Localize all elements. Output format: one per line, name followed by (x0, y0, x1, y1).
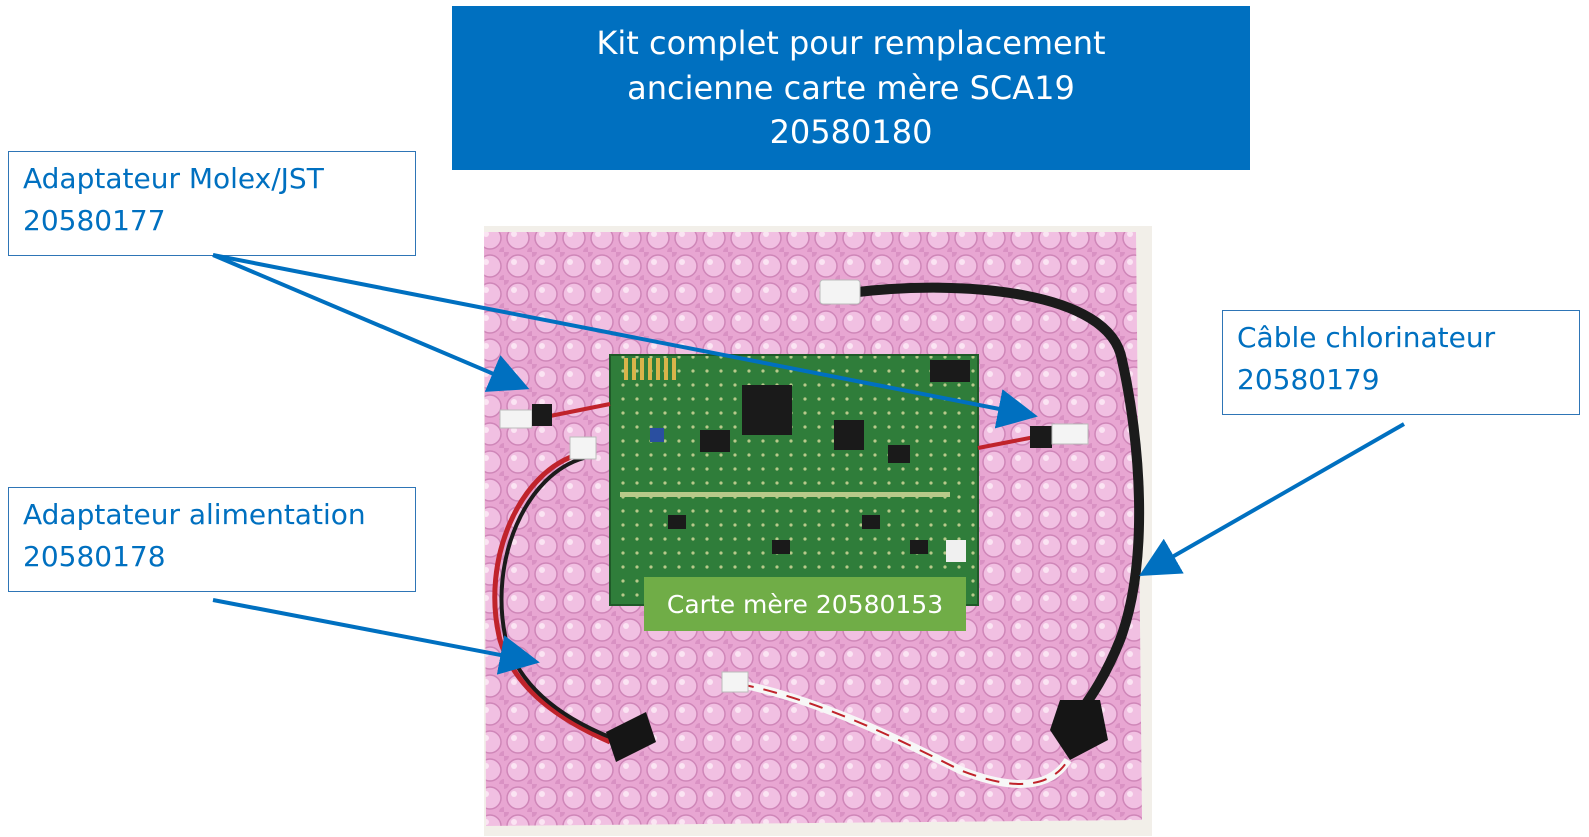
callout-power-name: Adaptateur alimentation (23, 498, 366, 531)
sensor-cable-red (739, 683, 1069, 785)
motherboard-pcb (609, 354, 979, 606)
molex-right-housing (1030, 426, 1052, 448)
kit-title-line1: Kit complet pour remplacement (596, 23, 1106, 62)
callout-power-adapter: Adaptateur alimentation 20580178 (8, 487, 416, 592)
callout-molex-name: Adaptateur Molex/JST (23, 162, 324, 195)
kit-title-line3: 20580180 (769, 113, 933, 152)
callout-chlorinator-ref: 20580179 (1237, 363, 1380, 396)
molex-left-housing (532, 404, 552, 426)
sensor-connector (721, 671, 749, 693)
callout-molex-ref: 20580177 (23, 204, 166, 237)
power-connector (569, 436, 597, 460)
kit-title: Kit complet pour remplacement ancienne c… (452, 6, 1250, 170)
molex-right-wire (977, 434, 1041, 450)
chlorinator-grommet (1050, 700, 1108, 760)
callout-chlorinator-cable: Câble chlorinateur 20580179 (1222, 310, 1580, 415)
molex-right-connector (1051, 423, 1089, 445)
motherboard-label: Carte mère 20580153 (644, 577, 966, 631)
callout-chlorinator-name: Câble chlorinateur (1237, 321, 1496, 354)
callout-power-ref: 20580178 (23, 540, 166, 573)
power-jack (606, 712, 656, 762)
chlorinator-connector (819, 279, 861, 305)
kit-title-line2: ancienne carte mère SCA19 (627, 68, 1075, 107)
callout-molex-adapter: Adaptateur Molex/JST 20580177 (8, 151, 416, 256)
molex-left-connector (499, 409, 533, 429)
